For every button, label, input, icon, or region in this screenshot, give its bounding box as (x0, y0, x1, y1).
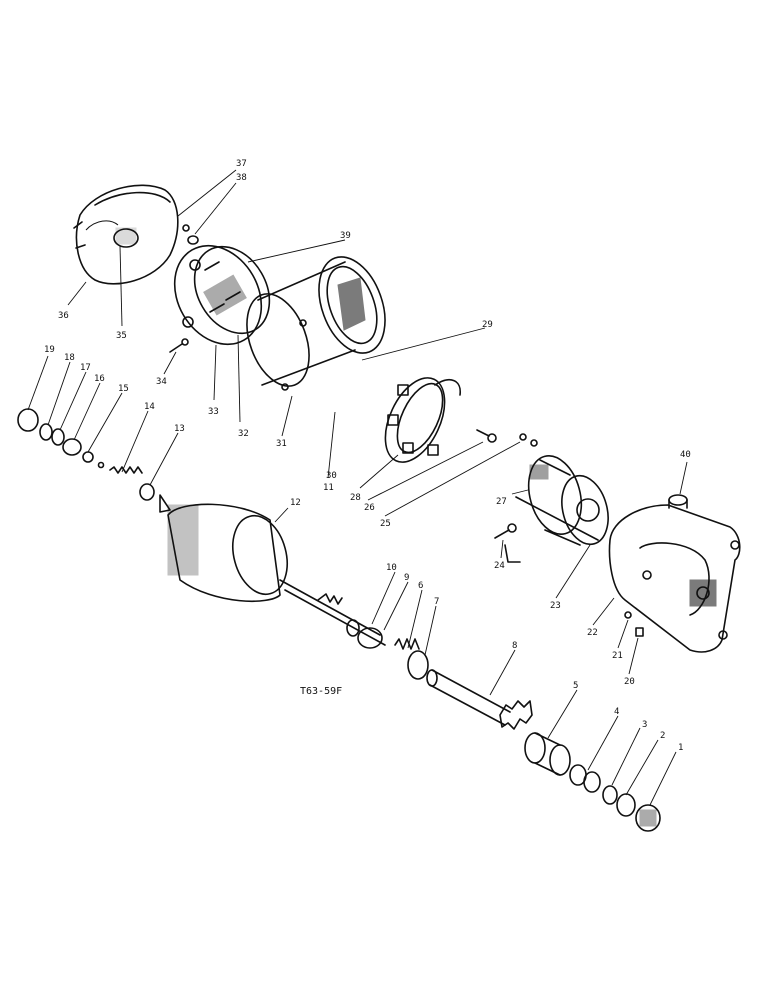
drawing-code: T63-59F (300, 686, 342, 697)
callout-21: 21 (612, 651, 623, 661)
callout-2: 2 (660, 731, 665, 741)
callout-20: 20 (624, 677, 635, 687)
callout-39: 39 (340, 231, 351, 241)
callout-40: 40 (680, 450, 691, 460)
callout-8: 8 (512, 641, 517, 651)
callout-24: 24 (494, 561, 505, 571)
callout-34: 34 (156, 377, 167, 387)
brush-holder-ring-part (384, 377, 461, 463)
callout-7: 7 (434, 597, 439, 607)
screw-24 (494, 523, 521, 563)
callout-17: 17 (80, 363, 91, 373)
sleeve-5 (524, 732, 571, 776)
callout-27: 27 (496, 497, 507, 507)
callout-10: 10 (386, 563, 397, 573)
left-washer-stack (17, 408, 155, 501)
commutator-end-frame-part (173, 244, 271, 346)
callout-30: 30 (326, 471, 337, 481)
callout-35: 35 (116, 331, 127, 341)
callout-33: 33 (208, 407, 219, 417)
armature-part (159, 494, 386, 646)
callout-12: 12 (290, 498, 301, 508)
callout-38: 38 (236, 173, 247, 183)
drive-pinion-part (426, 669, 533, 730)
callout-31: 31 (276, 439, 287, 449)
callout-32: 32 (238, 429, 249, 439)
callout-29: 29 (482, 320, 493, 330)
callout-23: 23 (550, 601, 561, 611)
shaft-washers (346, 619, 429, 680)
callout-36: 36 (58, 311, 69, 321)
callout-13: 13 (174, 424, 185, 434)
screw-34 (169, 338, 189, 353)
callout-3: 3 (642, 720, 647, 730)
callout-15: 15 (118, 384, 129, 394)
screw-20-21 (624, 611, 644, 637)
callout-4: 4 (614, 707, 619, 717)
callout-28: 28 (350, 493, 361, 503)
callout-18: 18 (64, 353, 75, 363)
callout-11: 11 (323, 483, 334, 493)
leader-lines (27, 169, 688, 806)
end-stack-parts (569, 764, 661, 832)
callout-22: 22 (587, 628, 598, 638)
callout-9: 9 (404, 573, 409, 583)
drive-housing-part (608, 494, 741, 653)
callout-16: 16 (94, 374, 105, 384)
callout-26: 26 (364, 503, 375, 513)
solenoid-plunger-part (515, 455, 609, 546)
callout-labels: 1 2 3 4 5 6 7 8 9 10 11 12 13 14 15 16 1… (44, 159, 691, 753)
field-frame-part (246, 256, 386, 391)
end-cover-part (73, 184, 179, 285)
callout-1: 1 (678, 743, 683, 753)
screw-26-washer-25 (476, 429, 538, 447)
callout-25: 25 (380, 519, 391, 529)
small-washers-37-38 (182, 224, 199, 245)
callout-37: 37 (236, 159, 247, 169)
callout-5: 5 (573, 681, 578, 691)
callout-19: 19 (44, 345, 55, 355)
callout-14: 14 (144, 402, 155, 412)
callout-6: 6 (418, 581, 423, 591)
